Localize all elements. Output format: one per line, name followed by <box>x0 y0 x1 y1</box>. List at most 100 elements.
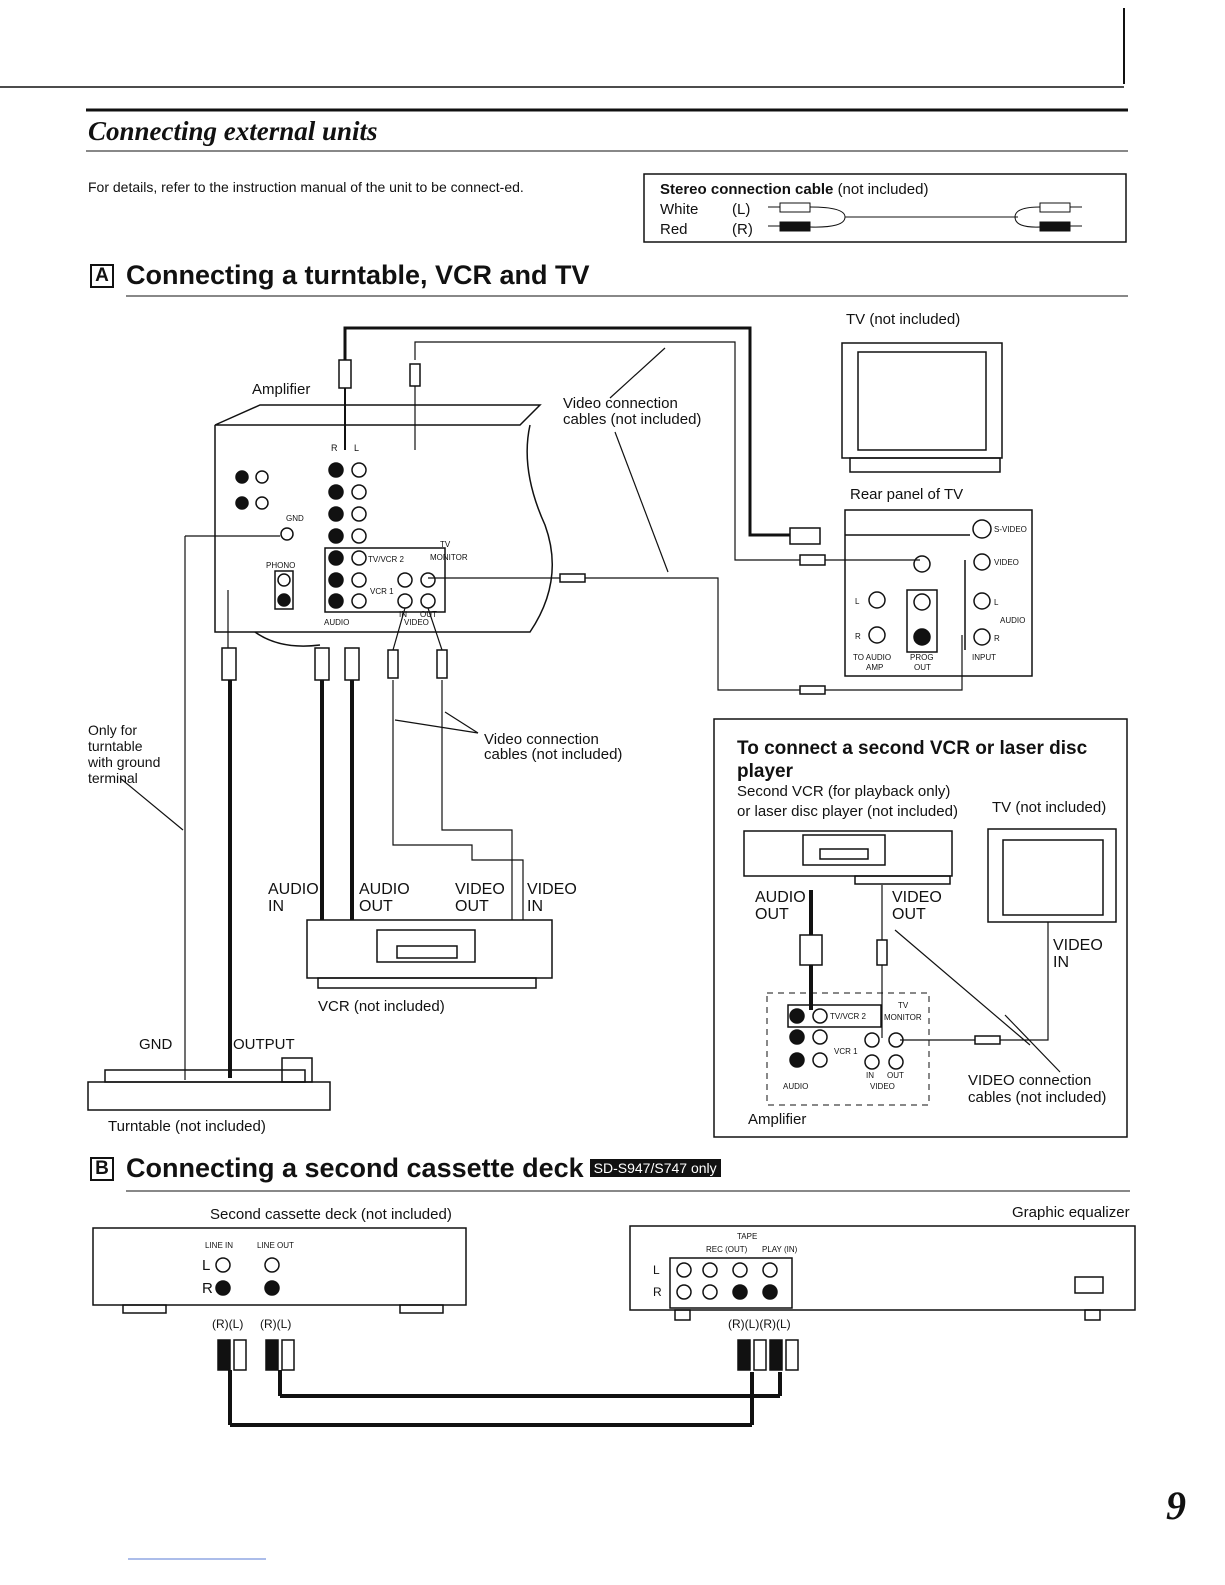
video-cables-top-2: cables (not included) <box>563 411 702 428</box>
amp-tv-label: TV <box>440 540 451 549</box>
vcr-audio-in-1: AUDIO <box>268 881 319 898</box>
tv-label: TV (not included) <box>846 311 961 328</box>
rear-panel-label: Rear panel of TV <box>850 486 964 503</box>
vcr-audio-in-2: IN <box>268 898 284 915</box>
tv-r2-label: R <box>994 634 1000 643</box>
section-a-letter: A <box>90 264 114 288</box>
amplifier-label: Amplifier <box>252 381 311 398</box>
vcr-label: VCR (not included) <box>318 998 445 1015</box>
pointer-lines-a <box>119 347 669 831</box>
inset-title-2: player <box>737 761 793 782</box>
line-in-label: LINE IN <box>205 1241 234 1250</box>
deck-l-label: L <box>202 1257 211 1274</box>
inset-title: To connect a second VCR or laser disc pl… <box>737 737 1087 783</box>
deck-r-label: R <box>202 1280 213 1297</box>
inset-video-in-1: VIDEO <box>1053 937 1103 954</box>
inset-amp-video: VIDEO <box>870 1082 895 1091</box>
video-cables-mid-1: Video connection <box>484 731 599 748</box>
inset-tv-label: TV (not included) <box>992 799 1107 816</box>
amp-r-label: R <box>331 443 338 453</box>
tv-r-label: R <box>855 632 861 641</box>
cable-title: Stereo connection cable <box>660 181 834 198</box>
tv-prog-2: OUT <box>914 663 931 672</box>
tv-prog-1: PROG <box>910 653 934 662</box>
amp-gnd-label: GND <box>286 514 304 523</box>
amp-audio-label: AUDIO <box>324 618 350 627</box>
inset-amp-audio: AUDIO <box>783 1082 809 1091</box>
section-b-letter: B <box>90 1157 114 1181</box>
plug-icons-a <box>221 359 826 695</box>
intro-text: For details, refer to the instruction ma… <box>88 179 524 195</box>
inset-video-out-2: OUT <box>892 906 926 923</box>
vcr-video-out-1: VIDEO <box>455 881 505 898</box>
inset-amp-monitor: MONITOR <box>884 1013 922 1022</box>
video-cables-mid-2: cables (not included) <box>484 746 623 763</box>
inset-audio-out-2: OUT <box>755 906 789 923</box>
turntable-illustration <box>87 1057 331 1111</box>
video-cables-top-1: Video connection <box>563 395 678 412</box>
cable-box <box>643 173 1127 243</box>
inset-video-out-1: VIDEO <box>892 889 942 906</box>
vcr-video-in-2: IN <box>527 898 543 915</box>
inset-audio-out-1: AUDIO <box>755 889 806 906</box>
eq-rlrl-label: (R)(L)(R)(L) <box>728 1317 791 1331</box>
amp-out-label: OUT <box>420 610 437 619</box>
inset-title-1: To connect a second VCR or laser disc <box>737 738 1088 759</box>
inset-sub-1: Second VCR (for playback only) <box>737 783 951 800</box>
graphic-eq-label: Graphic equalizer <box>1012 1204 1130 1221</box>
inset-amp-tv: TV <box>898 1001 909 1010</box>
cable-box-title: Stereo connection cable (not included) <box>660 181 928 198</box>
only-for-4: terminal <box>88 770 138 786</box>
section-a-heading: A Connecting a turntable, VCR and TV <box>90 260 590 291</box>
deck-rl-2: (R)(L) <box>260 1317 292 1331</box>
cable-note: (not included) <box>837 181 929 198</box>
section-title: Connecting external units <box>88 116 378 146</box>
cable-red-label: Red <box>660 221 688 238</box>
tv-svideo-label: S-VIDEO <box>994 525 1027 534</box>
inset-graphics <box>743 828 1117 1106</box>
amp-vcr1-label: VCR 1 <box>370 587 394 596</box>
amp-monitor-label: MONITOR <box>430 553 468 562</box>
rec-out-label: REC (OUT) <box>706 1245 748 1254</box>
page-number: 9 <box>1166 1483 1186 1528</box>
gnd-label: GND <box>139 1036 173 1053</box>
inset-amplifier-label: Amplifier <box>748 1111 807 1128</box>
inset-video-cables-1: VIDEO connection <box>968 1072 1092 1089</box>
section-a-title: Connecting a turntable, VCR and TV <box>126 260 590 290</box>
inset-amp-tvvcr2: TV/VCR 2 <box>830 1012 867 1021</box>
inset-amp-out: OUT <box>887 1071 904 1080</box>
amp-l-label: L <box>354 443 360 453</box>
tv-to-audio-1: TO AUDIO <box>853 653 892 662</box>
second-deck-label: Second cassette deck (not included) <box>210 1206 452 1223</box>
only-for-note: Only for turntable with ground terminal <box>88 722 160 786</box>
vcr-audio-out-2: OUT <box>359 898 393 915</box>
cable-illustration <box>768 202 1082 232</box>
only-for-1: Only for <box>88 722 138 738</box>
model-badge: SD-S947/S747 only <box>589 1159 721 1177</box>
inset-sub: Second VCR (for playback only) or laser … <box>737 782 958 822</box>
amp-video-label: VIDEO <box>404 618 429 627</box>
tv-input-label: INPUT <box>972 653 996 662</box>
inset-video-in-2: IN <box>1053 954 1069 971</box>
vcr-video-in-1: VIDEO <box>527 881 577 898</box>
inset-video-cables-2: cables (not included) <box>968 1089 1107 1106</box>
deck-rl-1: (R)(L) <box>212 1317 244 1331</box>
inset-amp-vcr1: VCR 1 <box>834 1047 858 1056</box>
output-label: OUTPUT <box>233 1036 295 1053</box>
amp-phono-label: PHONO <box>266 561 296 570</box>
inset-box <box>713 718 1128 1138</box>
tv-video-label: VIDEO <box>994 558 1019 567</box>
amp-tvvcr2-label: TV/VCR 2 <box>368 555 405 564</box>
eq-r-label: R <box>653 1285 662 1299</box>
inset-sub-2: or laser disc player (not included) <box>737 803 958 820</box>
inset-amp-in: IN <box>866 1071 874 1080</box>
